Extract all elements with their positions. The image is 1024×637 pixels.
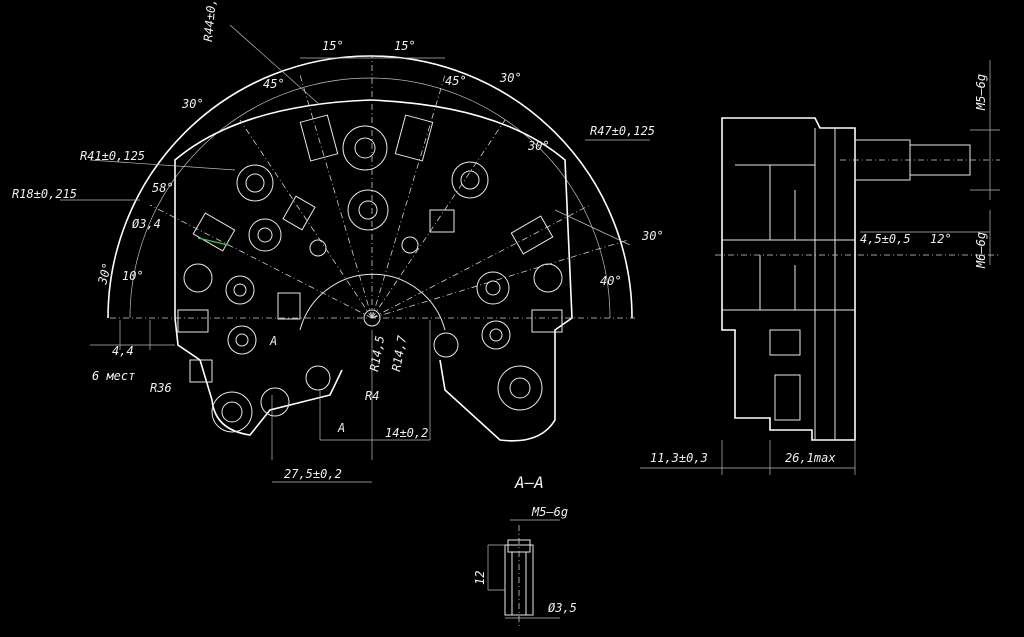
label-d14: 14±0,2 (385, 426, 428, 440)
label-d12: 12 (473, 571, 487, 585)
label-r44: R44±0,1 (201, 0, 219, 42)
dimension-lines (60, 24, 650, 483)
label-r2: R14,7 (389, 334, 409, 373)
label-ang30-rt: 30° (641, 229, 664, 243)
label-d45: 4,5±0,5 (860, 232, 911, 246)
dimension-labels: R44±0,1 15° 15° 30° 45° 45° 30° R47±0,12… (12, 0, 988, 615)
label-ang45-tr: 45° (445, 74, 467, 88)
holes (183, 125, 563, 433)
label-ang40: 40° (600, 274, 622, 288)
label-d3: Ø3,4 (132, 217, 161, 231)
label-m5-right: M5–6g (974, 74, 988, 111)
label-ang10: 10° (122, 269, 144, 283)
label-d35: Ø3,5 (548, 601, 577, 615)
label-d44: 4,4 (112, 344, 134, 358)
green-mark (197, 237, 229, 246)
label-places: 6 мест (92, 369, 135, 383)
outer-arc (107, 55, 633, 319)
inner-arc (129, 77, 611, 319)
label-a: A (269, 334, 277, 348)
side-view (640, 60, 1000, 475)
center-lines (110, 55, 635, 319)
diode-blocks (177, 114, 563, 383)
label-d113: 11,3±0,3 (650, 451, 708, 465)
label-ang30-tr: 30° (499, 71, 522, 85)
label-r41: R41±0,125 (80, 149, 145, 163)
label-r182: R18±0,215 (12, 187, 77, 201)
label-a-bottom: A (337, 421, 345, 435)
label-r36: R36 (150, 381, 172, 395)
label-r4: R4 (365, 389, 379, 403)
section-a-a (487, 519, 560, 628)
label-ang58: 58° (152, 181, 174, 195)
label-ang15a: 15° (322, 39, 344, 53)
label-ang30-tl: 30° (181, 97, 204, 111)
label-ang15b: 15° (394, 39, 416, 53)
label-r1: R14,5 (367, 335, 387, 373)
hub-arc (299, 273, 446, 331)
label-r47: R47±0,125 (590, 124, 655, 138)
label-m6-right: M6–6g (974, 232, 988, 269)
label-m5-sec: M5–6g (531, 505, 568, 519)
label-d275: 27,5±0,2 (284, 467, 342, 481)
label-section-title: A–A (514, 473, 544, 492)
label-ang45-t: 45° (263, 77, 285, 91)
label-d26: 26,1max (785, 451, 836, 465)
plate-outline (174, 99, 573, 442)
label-ang30-r: 30° (527, 139, 550, 153)
front-view (60, 24, 650, 483)
label-ang12: 12° (930, 232, 952, 246)
label-ang30-l: 30° (95, 261, 114, 287)
